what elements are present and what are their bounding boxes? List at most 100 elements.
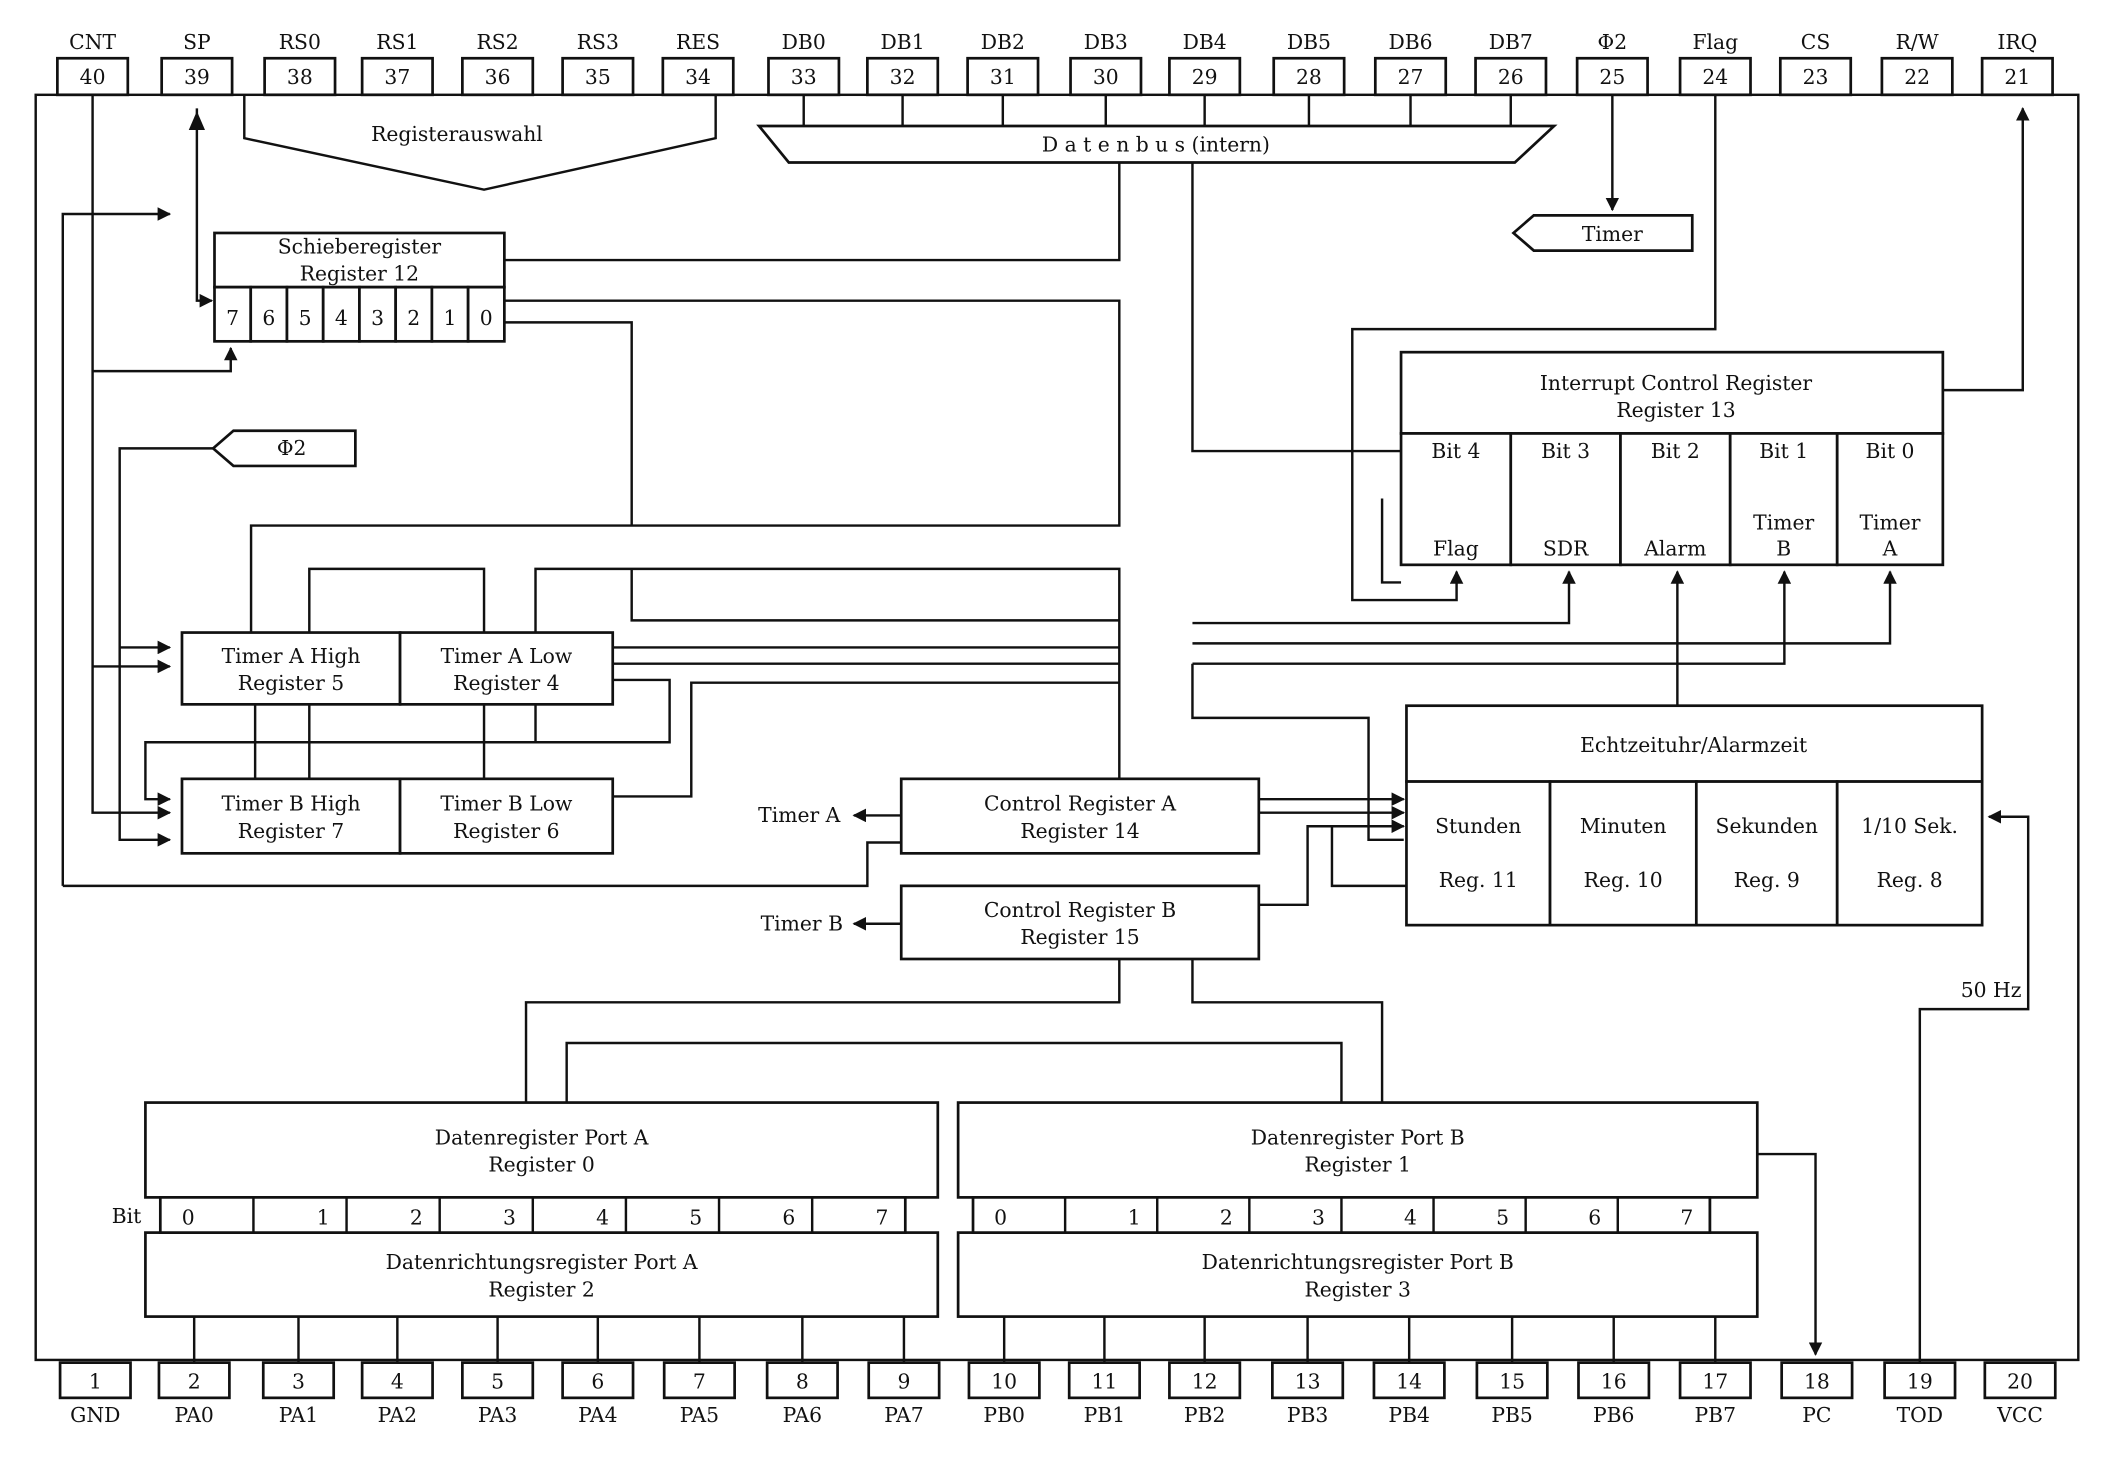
pin-label: R/W [1896,30,1939,54]
pin-label: RS0 [279,30,321,54]
pin-number: 16 [1601,1369,1627,1393]
pin-box [1883,1361,1957,1400]
pin-box [1067,1361,1141,1400]
pin-label: DB6 [1388,30,1432,54]
wire [91,94,172,820]
pin-box [1983,1361,2057,1400]
rtc-cell-name: 1/10 Sek. [1861,814,1958,838]
rtc-cell [1835,780,1984,927]
pin-number: 14 [1396,1369,1422,1393]
data-direction-register-port-b-sub: Register 3 [1304,1277,1410,1301]
pin-box [561,1361,635,1400]
shift-bit-label: 4 [335,306,348,330]
pin-number: 25 [1599,65,1625,89]
pin-number: 32 [890,65,916,89]
bit-number: 6 [1588,1205,1601,1229]
pin-number: 2 [188,1369,201,1393]
pin-number: 27 [1398,65,1424,89]
bit-number: 0 [994,1205,1007,1229]
pin-label: GND [70,1403,120,1427]
pin-box [767,56,841,97]
pin-box [1980,56,2054,97]
chip-outline [34,93,2080,1362]
bit-label: Bit [112,1204,142,1228]
icr-bit-cell [1835,432,1945,567]
wire [144,678,671,806]
control-register-a-box [899,777,1261,855]
pin-number: 19 [1907,1369,1933,1393]
pin-label: PB2 [1184,1403,1226,1427]
shift-bit-cell [213,285,253,343]
pin-label: RS1 [376,30,418,54]
rtc-cell-register: Reg. 8 [1877,868,1943,892]
shift-bit-label: 6 [262,306,275,330]
pin-box [1780,1361,1854,1400]
wire [118,447,214,847]
data-direction-register-port-b-title: Datenrichtungsregister Port B [1202,1250,1514,1274]
pin-number: 9 [897,1369,910,1393]
pin-box [1168,56,1242,97]
wire [249,299,1121,633]
shift-bit-label: 3 [371,306,384,330]
pin-label: DB7 [1489,30,1533,54]
pin-box [261,1361,336,1400]
control-register-b-box [899,884,1261,961]
data-register-port-a-box [144,1101,940,1199]
shift-bit-label: 0 [480,306,493,330]
pin-box [1678,1361,1752,1400]
icr-bit-name: Timer [1753,511,1814,535]
pin-label: PB6 [1593,1403,1635,1427]
rtc-cell-register: Reg. 11 [1439,868,1518,892]
rtc-cell-register: Reg. 9 [1734,868,1800,892]
pin-label: Flag [1692,30,1738,54]
pin-label: PB4 [1388,1403,1429,1427]
pin-box [58,1361,132,1400]
pin-label: DB3 [1084,30,1128,54]
timer-a-high-sub: Register 5 [238,671,344,695]
wire [308,567,486,633]
pin-label: PA0 [174,1403,213,1427]
timer-a-high-title: Timer A High [222,644,361,668]
pin-box [56,56,130,97]
pin-label: PA4 [578,1403,617,1427]
timer-a-output-label: Timer A [758,803,840,827]
pin-number: 29 [1192,65,1218,89]
wire [534,567,1121,779]
data-direction-register-port-a-title: Datenrichtungsregister Port A [386,1250,698,1274]
shift-bit-cell [394,285,434,343]
pin-label: CNT [69,30,116,54]
timer-b-high-title: Timer B High [221,792,360,816]
data-register-port-b-box [956,1101,1759,1199]
pin-box [662,1361,736,1400]
bit-number: 0 [182,1205,195,1229]
icr-bit-name: Timer [1860,511,1921,535]
rtc-cell-register: Reg. 10 [1584,868,1663,892]
pin-box [966,56,1040,97]
pin-box [1577,1361,1651,1400]
bit-number: 7 [876,1205,889,1229]
data-register-port-b-title: Datenregister Port B [1251,1126,1465,1150]
pin-box [1272,56,1346,97]
wire [1191,958,1384,1103]
timer-b-high-box [180,777,402,855]
bit-number: 4 [1404,1205,1417,1229]
rtc-cell [1405,780,1552,927]
pin-label: CS [1801,30,1830,54]
rtc-cell-name: Sekunden [1716,814,1818,838]
pin-box [1271,1361,1345,1400]
pin-box [263,56,337,97]
shift-bit-cell [466,285,506,343]
